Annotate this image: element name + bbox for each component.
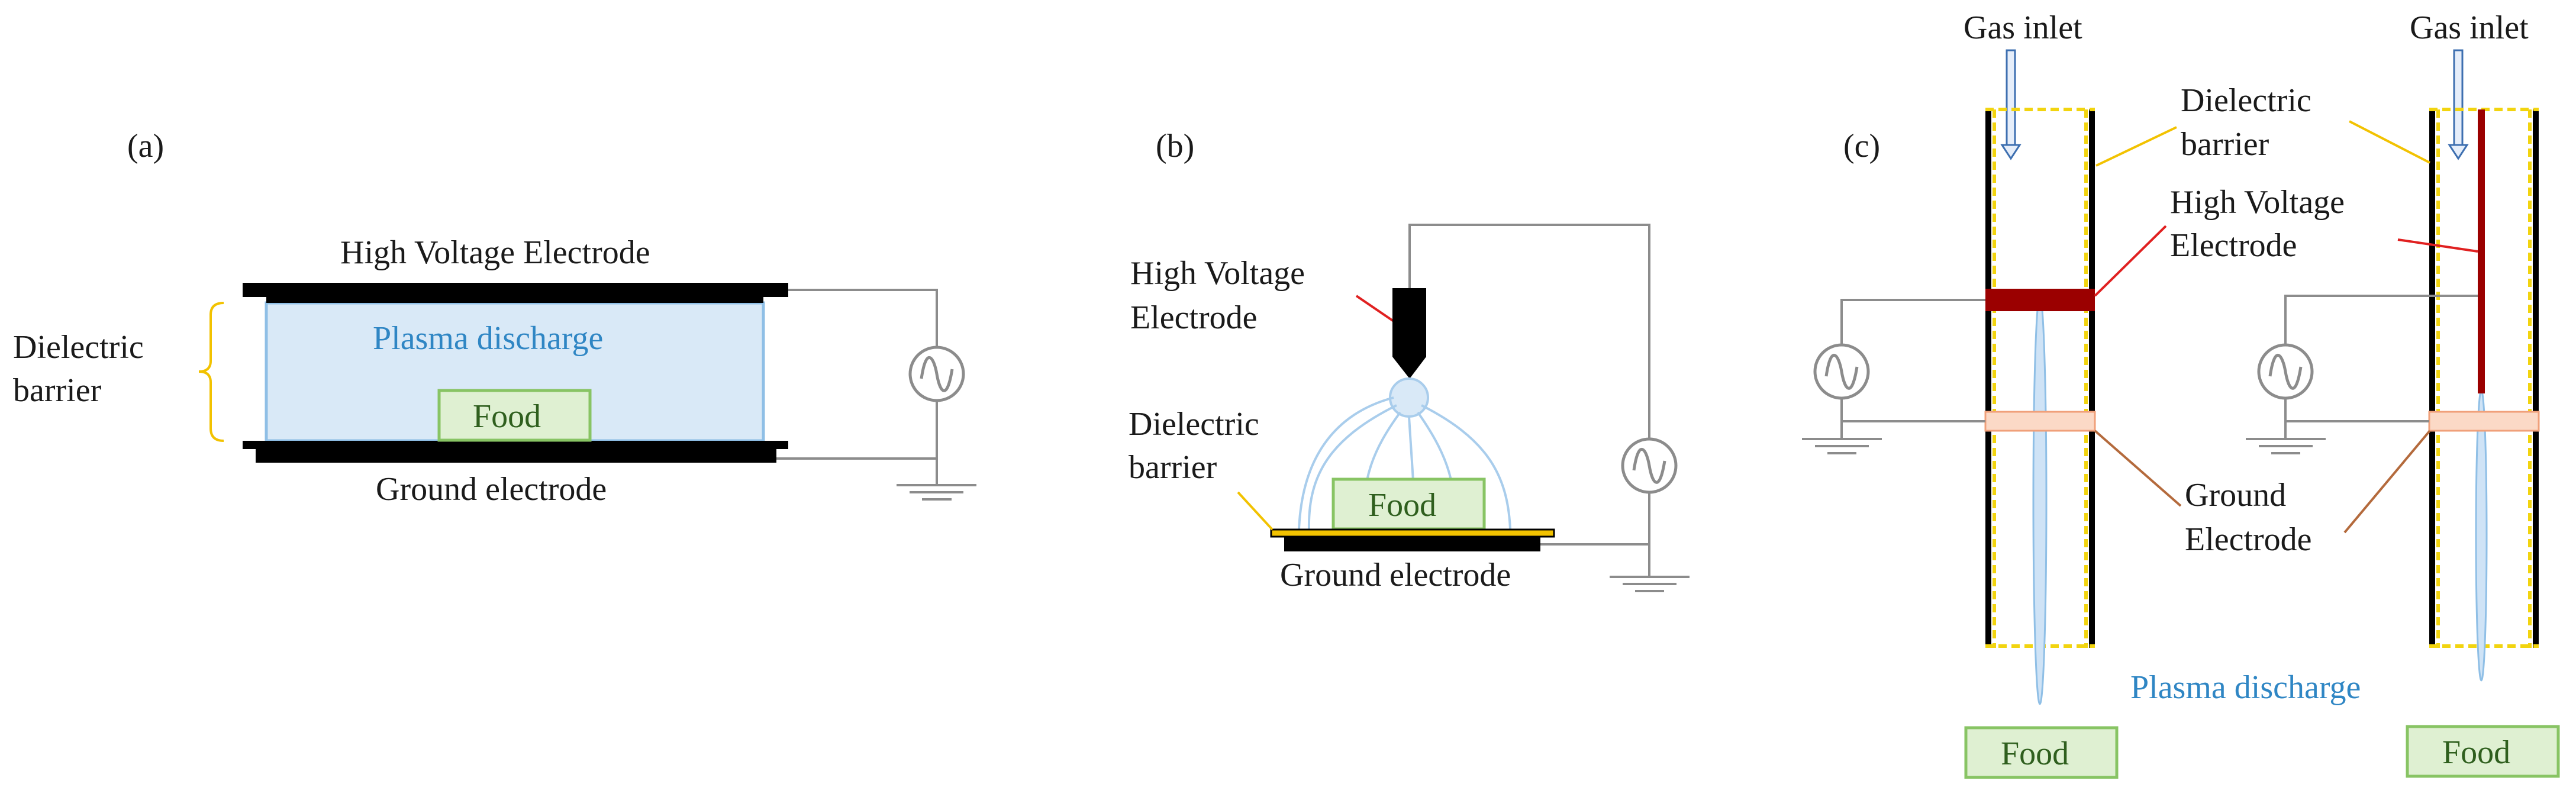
panel-b-plasma-streamers [1298, 377, 1511, 530]
panel-c-food-right-label: Food [2442, 734, 2510, 771]
panel-b-dielectric-leader [1237, 491, 1274, 531]
panel-a-food-box [437, 389, 592, 442]
panel-c-hv-label-line1: High Voltage [2170, 184, 2345, 221]
panel-b-hv-label-line1: High Voltage [1130, 255, 1305, 292]
panel-c-ground-label-line2: Electrode [2185, 521, 2312, 558]
panel-c-label: (c) [1843, 128, 1880, 164]
ac-source-icon [1621, 437, 1678, 494]
panel-c-hv-leader-right [2397, 238, 2478, 253]
gas-inlet-arrow-icon [2000, 49, 2022, 160]
panel-c-ground-label-line1: Ground [2185, 477, 2286, 514]
ground-icon [1610, 576, 1690, 592]
panel-a-hv-electrode [243, 283, 788, 297]
panel-c-right-wire-bottom [2284, 396, 2429, 422]
panel-c-right-wire-top [2284, 295, 2478, 346]
panel-c-hv-label-line2: Electrode [2170, 227, 2297, 264]
panel-b-label: (b) [1156, 128, 1194, 164]
panel-c-left-ground-electrode [1984, 411, 2096, 432]
panel-b-ground-electrode [1284, 537, 1540, 551]
panel-c-right-ground-electrode [2428, 411, 2540, 432]
panel-a-food-label: Food [473, 398, 541, 435]
panel-b-hv-electrode [1392, 288, 1426, 379]
panel-c-hv-leader-left [2094, 225, 2167, 297]
panel-c-left-plasma-jet [2032, 295, 2048, 705]
panel-a: (a) High Voltage Electrode Plasma discha… [13, 128, 976, 508]
panel-c-dielectric-leader-left [2095, 126, 2177, 167]
panel-a-wire-top [788, 289, 938, 353]
panel-b-hv-label-line2: Electrode [1130, 299, 1258, 336]
panel-c-gas-inlet-left-label: Gas inlet [1964, 9, 2082, 46]
panel-c-dielectric-label-line1: Dielectric [2181, 82, 2311, 119]
panel-c-dielectric-label-line2: barrier [2181, 126, 2269, 163]
ac-source-icon [2257, 343, 2314, 400]
ground-icon [1802, 438, 1882, 454]
brace-icon [198, 302, 224, 442]
panel-a-ground-label: Ground electrode [376, 471, 607, 508]
panel-a-ground-electrode [243, 441, 788, 449]
panel-c-right-hv-electrode [2478, 109, 2485, 393]
panel-c-left-wire-bottom [1840, 396, 1985, 422]
panel-b-wire-top [1408, 224, 1650, 441]
panel-c-ground-leader-right [2343, 430, 2431, 534]
panel-b-ground-label: Ground electrode [1280, 557, 1511, 593]
panel-c-left-hv-electrode [1985, 289, 2095, 311]
panel-a-plasma-label: Plasma discharge [373, 320, 603, 357]
panel-a-hv-electrode-base [266, 296, 763, 303]
panel-b-food-label: Food [1368, 487, 1436, 524]
panel-c-ground-leader-left [2094, 430, 2182, 507]
panel-c: (c) Gas inlet [1802, 9, 2560, 779]
panel-c-food-left-box [1964, 726, 2119, 779]
panel-a-dielectric-label-line1: Dielectric [13, 329, 144, 366]
ac-source-icon [908, 346, 965, 402]
ac-source-icon [1813, 343, 1870, 400]
panel-b-dielectric-label-line2: barrier [1129, 449, 1217, 486]
panel-a-label: (a) [127, 128, 164, 164]
panel-c-gas-inlet-right-label: Gas inlet [2410, 9, 2529, 46]
panel-c-plasma-label: Plasma discharge [2130, 669, 2361, 706]
panel-c-right-plasma-jet [2475, 389, 2488, 682]
gas-inlet-arrow-icon [2448, 49, 2469, 160]
panel-c-dielectric-leader-right [2349, 120, 2430, 164]
panel-c-food-left-label: Food [2001, 735, 2069, 772]
panel-a-hv-electrode-label: High Voltage Electrode [340, 234, 650, 271]
panel-b-dielectric-label-line1: Dielectric [1129, 406, 1259, 443]
panel-c-left-wire-top [1840, 299, 1985, 347]
panel-b-hv-leader [1355, 295, 1397, 324]
panel-a-wire-bottom [776, 395, 938, 460]
ground-icon [2246, 438, 2326, 454]
panel-b-wire-bottom [1540, 491, 1650, 546]
panel-b-dielectric-barrier [1270, 528, 1555, 538]
panel-a-dielectric-label-line2: barrier [13, 372, 102, 409]
panel-b: (b) High Voltage Electrode Food Dielectr… [1129, 128, 1690, 593]
ground-icon [897, 484, 976, 501]
panel-c-food-right-box [2406, 725, 2560, 778]
panel-a-ground-electrode-bar [256, 448, 776, 463]
